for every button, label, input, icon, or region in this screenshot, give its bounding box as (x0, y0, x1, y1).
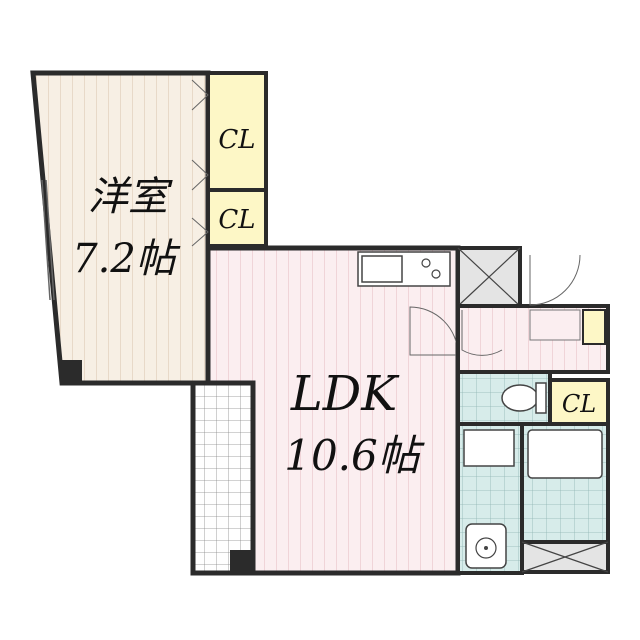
toilet-bowl (501, 384, 539, 412)
toilet-tank (535, 382, 547, 414)
small-closet (582, 309, 606, 345)
pillar (230, 550, 252, 572)
shoe-box (529, 309, 581, 341)
closet-upper-label: CL (218, 125, 255, 155)
stove-burner (431, 269, 441, 279)
storage-box (456, 246, 522, 308)
closet-right-label: CL (562, 390, 596, 418)
kitchen-counter (357, 251, 451, 287)
front-door-swing (529, 254, 581, 306)
ldk-name: LDK (290, 366, 400, 422)
washing-machine-space (463, 429, 515, 467)
bathroom (520, 422, 610, 544)
closet-upper (191, 71, 268, 192)
storage-box-bottom (520, 540, 610, 574)
stove-burner (421, 258, 431, 268)
western-room-size: 7.2帖 (72, 236, 181, 282)
washroom (456, 422, 524, 575)
bathtub (527, 429, 603, 479)
balcony (190, 380, 256, 576)
closet-lower-label: CL (218, 205, 255, 235)
pillar (60, 360, 82, 382)
western-room (30, 70, 211, 386)
door-swing (461, 310, 503, 356)
toilet-room (456, 370, 552, 426)
western-room-name: 洋室 (88, 174, 173, 220)
ldk-size: 10.6帖 (284, 431, 425, 480)
sink (361, 255, 403, 283)
closet-right (548, 378, 610, 426)
